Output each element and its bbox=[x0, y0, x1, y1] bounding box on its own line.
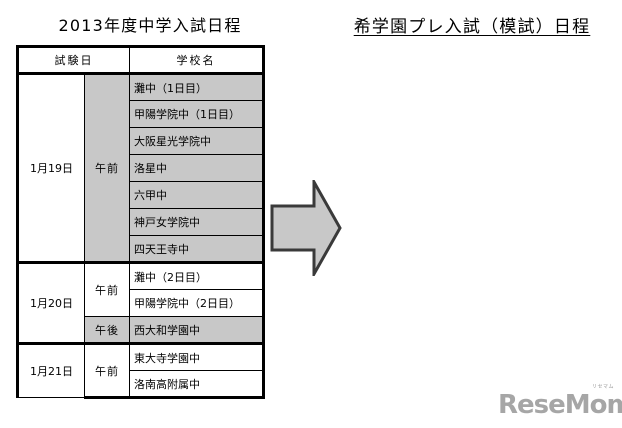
cell-school-name: 東大寺学園中 bbox=[129, 342, 265, 371]
right-schedule-panel: 希学園プレ入試（模試）日程 試験日 学校名 1月1日午前灘中（1日目）甲陽学院中… bbox=[322, 0, 622, 428]
cell-time-of-day: 午前 bbox=[84, 342, 130, 399]
cell-exam-date: 1月19日 bbox=[16, 72, 85, 263]
cell-time-of-day: 午前 bbox=[84, 261, 130, 317]
table-row: 甲陽学院中（2日目） bbox=[18, 289, 265, 317]
header-school-name: 学校名 bbox=[129, 45, 265, 74]
cell-school-name: 西大和学園中 bbox=[129, 316, 265, 344]
cell-school-name: 灘中（1日目） bbox=[129, 72, 265, 101]
table-row: 1月21日午前東大寺学園中 bbox=[16, 342, 265, 399]
cell-school-name: 大阪星光学院中 bbox=[129, 127, 265, 155]
cell-school-name: 甲陽学院中（1日目） bbox=[129, 100, 265, 128]
cell-school-name: 六甲中 bbox=[129, 181, 265, 209]
left-table-head: 試験日 学校名 bbox=[16, 45, 265, 74]
left-table-body: 1月19日午前灘中（1日目）甲陽学院中（1日目）大阪星光学院中洛星中六甲中神戸女… bbox=[16, 72, 265, 399]
table-row: 午後西大和学園中 bbox=[18, 316, 265, 344]
left-schedule-table: 試験日 学校名 1月19日午前灘中（1日目）甲陽学院中（1日目）大阪星光学院中洛… bbox=[16, 45, 265, 399]
cell-school-name: 四天王寺中 bbox=[129, 235, 265, 263]
table-row: 1月20日午前灘中（2日目） bbox=[16, 261, 265, 344]
left-schedule-panel: 2013年度中学入試日程 試験日 学校名 1月19日午前灘中（1日目）甲陽学院中… bbox=[0, 0, 300, 428]
cell-school-name: 甲陽学院中（2日目） bbox=[129, 289, 265, 317]
table-row: 六甲中 bbox=[18, 181, 265, 209]
table-row: 大阪星光学院中 bbox=[18, 127, 265, 155]
table-row: 1月19日午前灘中（1日目） bbox=[16, 72, 265, 263]
cell-exam-date: 1月21日 bbox=[16, 342, 85, 398]
table-row: 神戸女学院中 bbox=[18, 208, 265, 236]
table-row: 洛南高附属中 bbox=[18, 370, 265, 399]
cell-exam-date: 1月20日 bbox=[16, 261, 85, 344]
cell-school-name: 灘中（2日目） bbox=[129, 261, 265, 290]
table-row: 甲陽学院中（1日目） bbox=[18, 100, 265, 128]
table-row: 四天王寺中 bbox=[18, 235, 265, 263]
header-exam-date: 試験日 bbox=[16, 45, 130, 74]
cell-school-name: 洛南高附属中 bbox=[129, 370, 265, 399]
left-panel-title: 2013年度中学入試日程 bbox=[58, 16, 242, 35]
cell-time-of-day: 午後 bbox=[84, 316, 130, 344]
right-arrow-icon bbox=[270, 176, 342, 280]
table-header-row: 試験日 学校名 bbox=[16, 45, 265, 74]
right-panel-title: 希学園プレ入試（模試）日程 bbox=[353, 17, 591, 37]
transform-arrow bbox=[270, 176, 342, 280]
cell-time-of-day: 午前 bbox=[84, 72, 130, 263]
cell-school-name: 洛星中 bbox=[129, 154, 265, 182]
cell-school-name: 神戸女学院中 bbox=[129, 208, 265, 236]
